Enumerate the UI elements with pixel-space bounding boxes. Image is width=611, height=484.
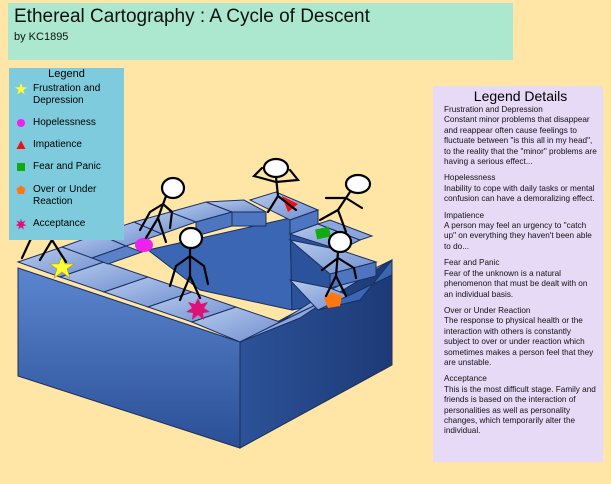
entry-text: The response to physical health or the i… bbox=[444, 316, 594, 367]
entry-text: Fear of the unknown is a natural phenome… bbox=[444, 268, 588, 299]
legend-label: Fear and Panic bbox=[33, 161, 101, 172]
entry-text: This is the most difficult stage. Family… bbox=[444, 384, 596, 436]
figure-lower-right bbox=[320, 230, 358, 298]
entry-name: Over or Under Reaction bbox=[444, 305, 531, 315]
entry-name: Impatience bbox=[444, 210, 485, 220]
figure-mid-left bbox=[138, 176, 186, 244]
square-marker bbox=[315, 226, 331, 240]
legend-label: Frustration and Depression bbox=[33, 83, 101, 106]
title-banner: Ethereal Cartography : A Cycle of Descen… bbox=[8, 3, 513, 60]
details-entry-reaction: Over or Under Reaction The response to p… bbox=[444, 306, 597, 368]
star-icon bbox=[15, 83, 27, 95]
legend-label: Over or Under Reaction bbox=[33, 184, 97, 207]
starburst-marker bbox=[186, 298, 210, 320]
entry-name: Fear and Panic bbox=[444, 258, 500, 268]
square-icon bbox=[17, 163, 25, 171]
details-entry-hopelessness: Hopelessness Inability to cope with dail… bbox=[444, 173, 597, 204]
entry-text: A person may feel an urgency to "catch u… bbox=[444, 221, 592, 251]
details-title: Legend Details bbox=[473, 88, 568, 104]
details-entry-acceptance: Acceptance This is the most difficult st… bbox=[444, 374, 597, 436]
pentagon-marker bbox=[324, 292, 342, 308]
starburst-icon bbox=[15, 218, 27, 230]
right-steps bbox=[288, 239, 393, 311]
details-entry-fear: Fear and Panic Fear of the unknown is a … bbox=[444, 258, 597, 300]
details-entry-frustration: Frustration and Depression Constant mino… bbox=[444, 105, 597, 167]
figure-center bbox=[168, 226, 210, 302]
entry-name: Hopelessness bbox=[444, 173, 496, 183]
figure-right bbox=[318, 173, 372, 234]
entry-text: Constant minor problems that disappear a… bbox=[444, 115, 597, 167]
legend-panel: Legend Frustration and Depression Hopele… bbox=[9, 68, 124, 240]
legend-details-panel: Legend Details Frustration and Depressio… bbox=[433, 86, 603, 462]
legend-label: Hopelessness bbox=[33, 117, 96, 128]
star-marker bbox=[49, 255, 75, 279]
author-byline: by KC1895 bbox=[14, 31, 69, 43]
circle-icon bbox=[17, 119, 25, 127]
legend-title: Legend bbox=[48, 68, 85, 80]
triangle-icon bbox=[16, 140, 26, 149]
page-title: Ethereal Cartography : A Cycle of Descen… bbox=[14, 6, 370, 27]
entry-name: Acceptance bbox=[444, 374, 487, 384]
legend-label: Acceptance bbox=[33, 218, 86, 229]
pentagon-icon bbox=[16, 185, 26, 194]
legend-label: Impatience bbox=[33, 139, 82, 150]
left-steps bbox=[60, 199, 267, 265]
entry-text: Inability to cope with daily tasks or me… bbox=[444, 183, 595, 204]
entry-name: Frustration and Depression bbox=[444, 105, 543, 114]
circle-marker bbox=[135, 238, 153, 252]
details-entry-impatience: Impatience A person may feel an urgency … bbox=[444, 211, 597, 253]
figure-top bbox=[251, 157, 301, 214]
